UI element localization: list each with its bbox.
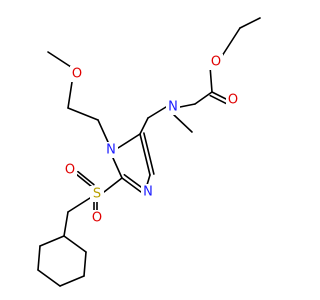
atom-o-ether: O	[70, 66, 84, 82]
bond-s-ch2	[67, 197, 91, 213]
bond-c-double-o-second	[209, 94, 228, 105]
atom-n-ring1-label: N	[106, 143, 116, 158]
atom-s-sulfonyl: S	[90, 186, 104, 202]
bond-o-ch3	[47, 51, 72, 68]
bond-ch2-ch2	[67, 107, 99, 121]
bond-carbonyl-ch2	[194, 91, 213, 105]
atom-o-sulfonyl-bottom-label: O	[92, 211, 102, 226]
bond-layer	[37, 17, 261, 287]
bond-c4-n3	[146, 174, 151, 186]
bond-c5-c4-second	[143, 132, 155, 175]
atom-o-sulfonyl-left: O	[63, 162, 77, 178]
bond-c2-n1	[112, 157, 123, 179]
bond-n3-c2	[121, 177, 142, 193]
bond-ch2-cyclohexyl	[63, 211, 69, 237]
bond-c-double-o	[211, 91, 229, 101]
atom-o-carbonyl-label: O	[228, 93, 238, 108]
bond-cyclohexyl-4	[37, 245, 41, 271]
bond-n-methyl	[173, 114, 193, 133]
bond-n1-ch2	[97, 119, 109, 143]
bond-s-o-left	[75, 173, 93, 188]
bond-ethyl-ch3	[239, 17, 261, 29]
atom-o-sulfonyl-left-label: O	[65, 163, 75, 178]
atom-n-amine-label: N	[168, 100, 178, 115]
bond-o-carbonyl-c	[209, 65, 213, 93]
atom-n-amine: N	[166, 99, 180, 115]
bond-c5-c4	[139, 133, 151, 176]
bond-ethyl-ch2-o	[221, 27, 241, 57]
atom-n-ring1: N	[104, 142, 118, 158]
bond-cyclohexyl-0	[63, 235, 87, 253]
atom-s-sulfonyl-label: S	[93, 187, 101, 202]
molecule-structure-diagram: O O O N N N S	[37, 17, 261, 287]
atom-label-layer: O O O N N N S	[63, 54, 240, 226]
atom-o-sulfonyl-bottom: O	[90, 210, 104, 226]
atom-o-ether-label: O	[72, 67, 82, 82]
atom-o-ester-label: O	[211, 55, 221, 70]
atom-n-ring3-label: N	[143, 185, 153, 200]
bond-ch2-o	[67, 81, 73, 109]
atom-n-ring3: N	[141, 184, 155, 200]
bond-n3-c2-second	[123, 173, 145, 190]
bond-cyclohexyl-2	[59, 275, 85, 287]
bond-ch2-n	[179, 103, 196, 108]
bond-cyclohexyl-1	[83, 251, 87, 277]
bond-c5-n1	[117, 133, 141, 149]
bond-ch2-c5	[139, 117, 149, 135]
bond-c2-s	[103, 177, 123, 193]
atom-o-carbonyl: O	[226, 92, 240, 108]
bond-s-o-left-second	[77, 170, 95, 186]
bond-cyclohexyl-5	[39, 235, 65, 247]
bond-n-ch2	[147, 106, 167, 119]
bond-cyclohexyl-3	[37, 269, 61, 287]
atom-o-ester: O	[209, 54, 223, 70]
structure-canvas: O O O N N N S	[37, 17, 261, 287]
